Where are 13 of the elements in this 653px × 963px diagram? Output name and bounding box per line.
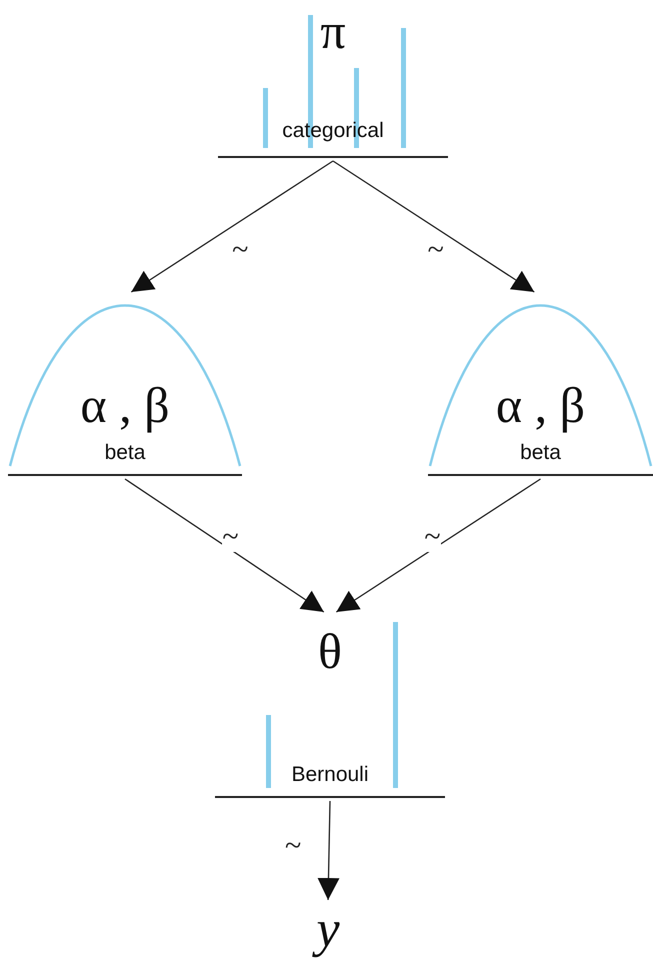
arrow [130, 160, 334, 293]
arrow [332, 160, 535, 293]
distribution-name: categorical [282, 119, 384, 142]
distribution-name: beta [104, 441, 146, 464]
arrow [318, 800, 340, 900]
parameter-symbol: α , β [496, 377, 586, 433]
parameter-symbol: θ [318, 623, 342, 679]
distribution-name: Bernouli [291, 763, 369, 786]
distribution-name: beta [520, 441, 561, 464]
arrow [124, 478, 324, 613]
parameter-symbol: π [320, 3, 346, 59]
parameter-symbol: α , β [80, 377, 170, 433]
arrow [336, 478, 541, 613]
